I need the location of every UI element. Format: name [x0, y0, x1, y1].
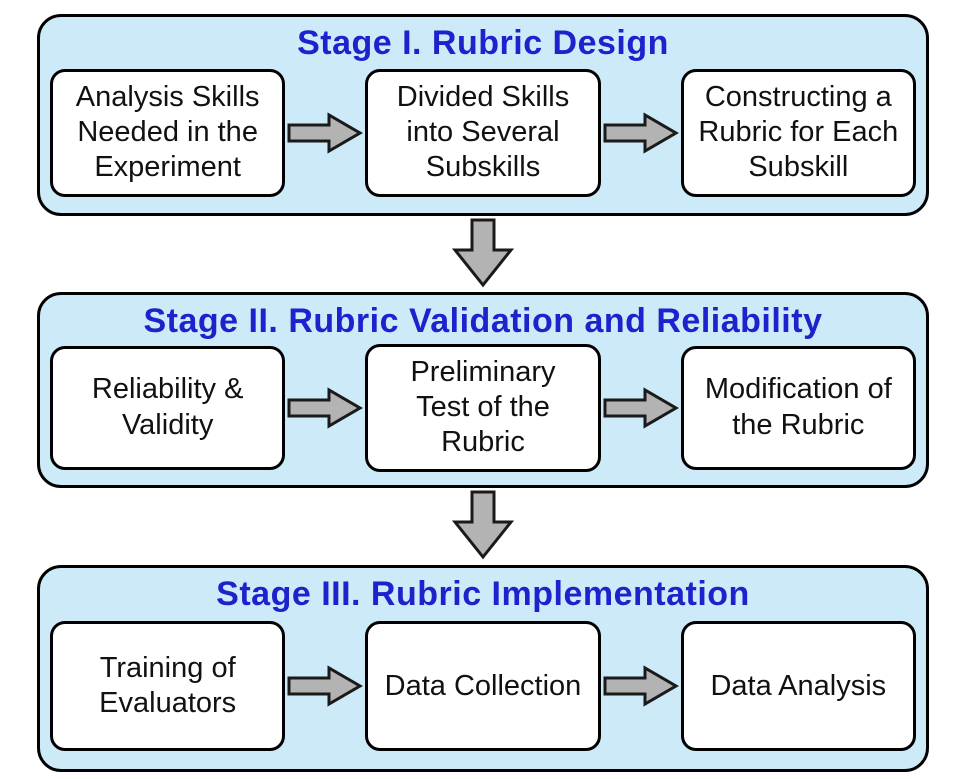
flow-box-constructing-rubric: Constructing a Rubric for Each Subskill	[680, 68, 916, 197]
stage-1-boxes-row: Analysis Skills Needed in the Experiment…	[40, 64, 926, 213]
arrow-down-icon	[451, 218, 514, 288]
flow-box-analysis-skills: Analysis Skills Needed in the Experiment	[50, 68, 286, 197]
arrow-right-icon	[287, 663, 364, 709]
stage-panel-3: Stage III. Rubric Implementation Trainin…	[37, 565, 929, 772]
stage-1-title: Stage I. Rubric Design	[297, 24, 669, 62]
arrow-right-icon	[287, 385, 364, 431]
arrow-right-icon	[603, 663, 679, 709]
flow-box-preliminary-test: Preliminary Test of the Rubric	[365, 343, 601, 472]
flow-box-data-analysis: Data Analysis	[680, 621, 916, 752]
arrow-right-icon	[603, 110, 679, 156]
stage-panel-1: Stage I. Rubric Design Analysis Skills N…	[37, 14, 929, 216]
flow-box-divided-skills: Divided Skills into Several Subskills	[365, 68, 601, 197]
stage-3-title: Stage III. Rubric Implementation	[216, 575, 750, 613]
arrow-right-icon	[287, 110, 364, 156]
flow-box-reliability-validity: Reliability & Validity	[50, 345, 286, 470]
arrow-down-icon	[451, 490, 514, 560]
flow-box-training-evaluators: Training of Evaluators	[50, 621, 286, 752]
stage-panel-2: Stage II. Rubric Validation and Reliabil…	[37, 292, 929, 488]
stage-2-title: Stage II. Rubric Validation and Reliabil…	[143, 302, 823, 340]
arrow-right-icon	[603, 385, 679, 431]
flow-box-data-collection: Data Collection	[365, 621, 601, 752]
flow-box-modification-rubric: Modification of the Rubric	[680, 345, 916, 470]
stage-2-boxes-row: Reliability & Validity Preliminary Test …	[40, 342, 926, 485]
stage-3-boxes-row: Training of Evaluators Data Collection D…	[40, 615, 926, 769]
